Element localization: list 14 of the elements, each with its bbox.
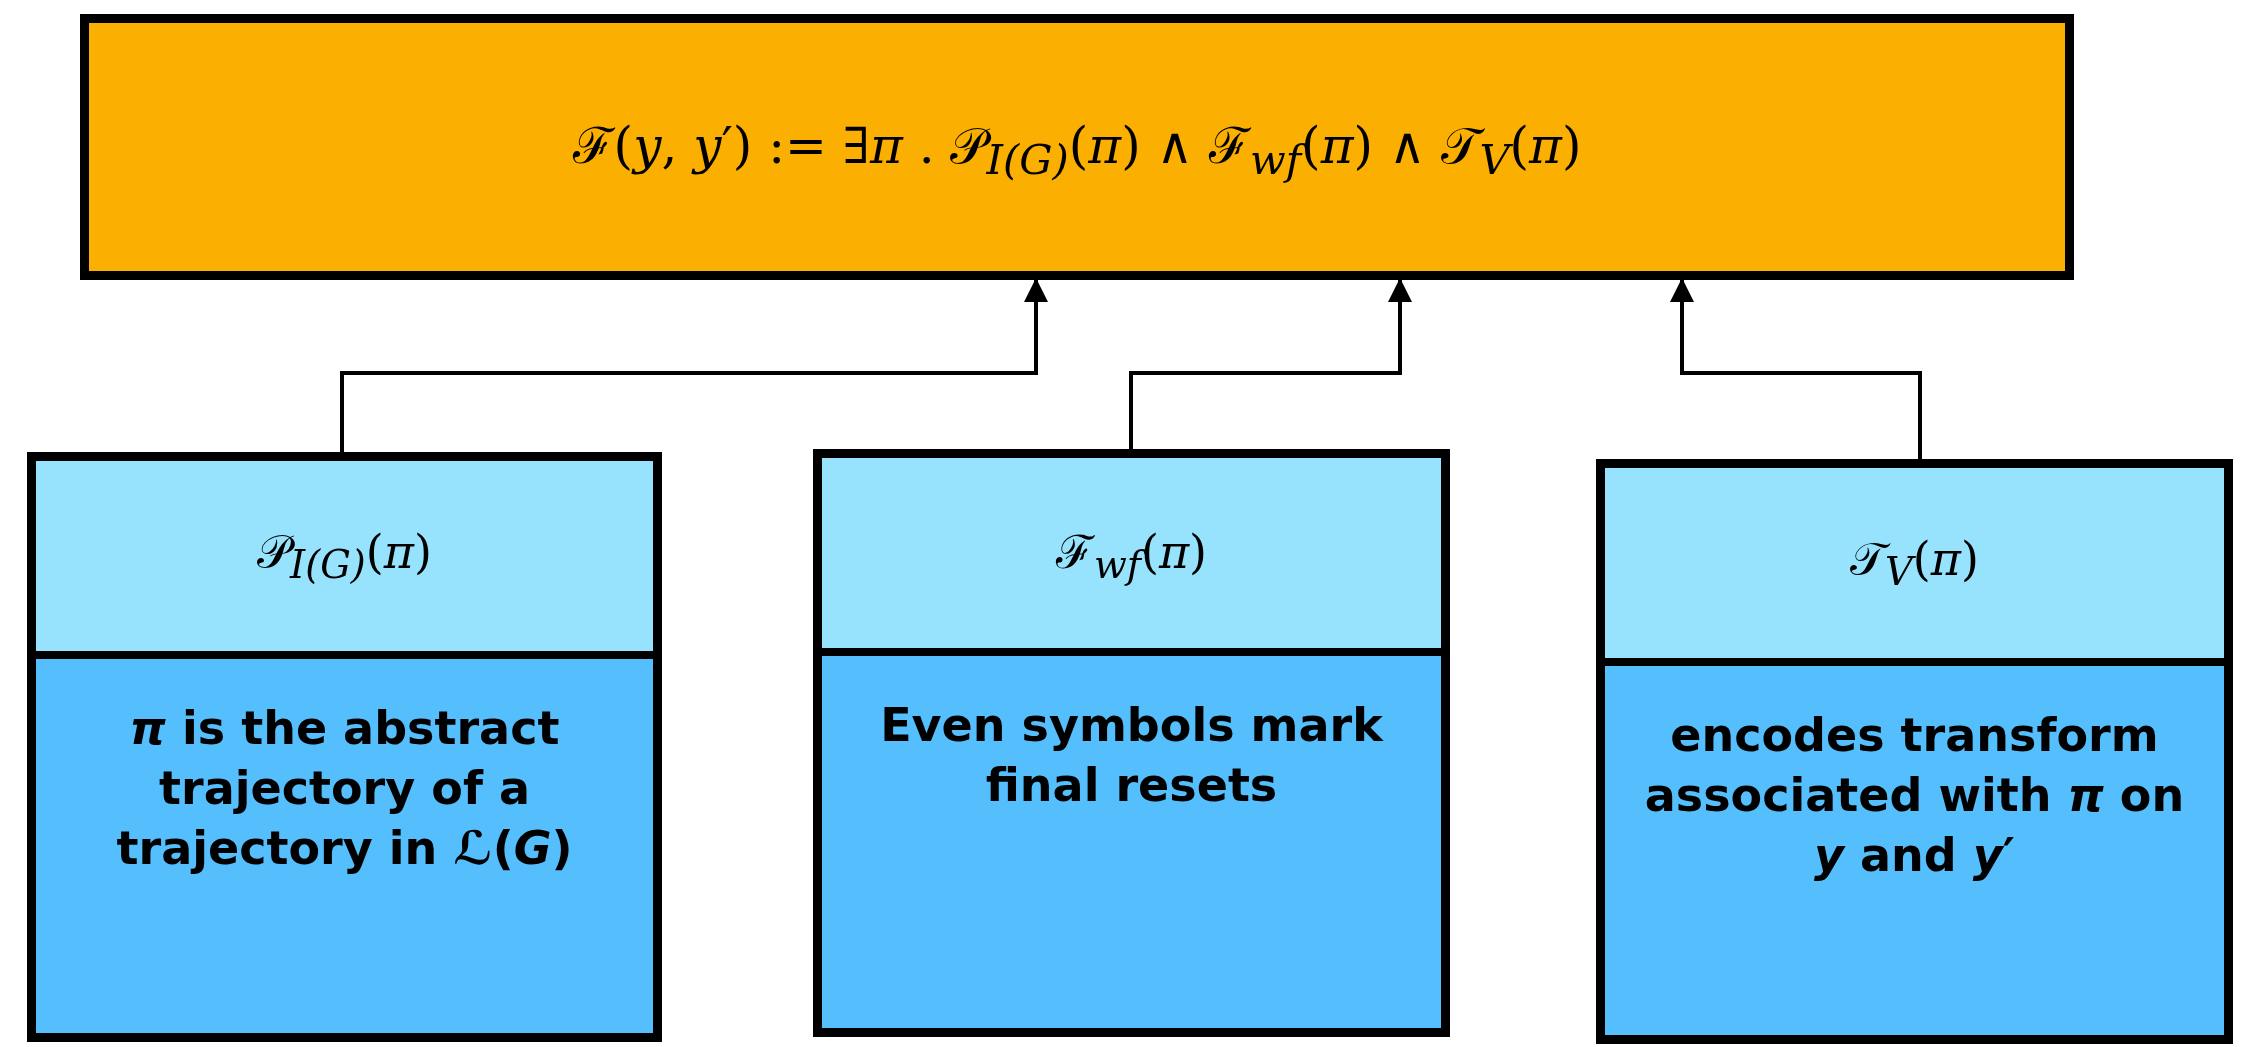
- description-text: encodes transform associated with π on y and y′: [1643, 707, 2186, 884]
- formula-text: ℱ(y, y′) := ∃π . 𝒫$_{I(G)}$(π) ∧ ℱ$_{wf}$(π) ∧ 𝒯$_{V}$(π): [572, 116, 1582, 184]
- description-text: Even symbols mark final resets: [879, 697, 1385, 814]
- arrow: [1670, 278, 1922, 459]
- term-header: 𝒯$_{V}$(π): [1605, 468, 2224, 666]
- arrow: [1129, 278, 1412, 449]
- formula-box: [80, 14, 2074, 280]
- term-card: [27, 452, 662, 1042]
- term-header: 𝒫$_{I(G)}$(π): [36, 461, 653, 659]
- term-card: [1596, 459, 2233, 1044]
- term-header: ℱ$_{wf}$(π): [822, 458, 1441, 656]
- arrow: [340, 278, 1048, 452]
- description-text: π is the abstract trajectory of a trajectory in ℒ(G): [115, 700, 574, 877]
- term-card: [813, 449, 1450, 1037]
